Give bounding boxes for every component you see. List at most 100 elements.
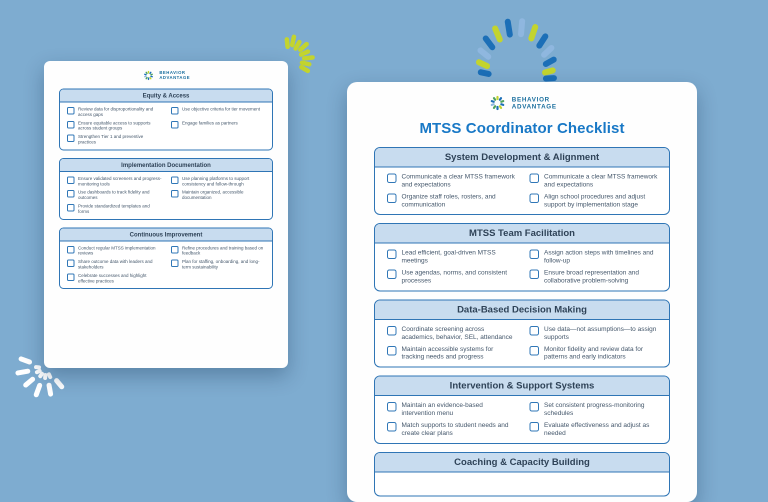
checklist-item-label: Use objective criteria for tier movement	[182, 106, 261, 112]
section-header: Equity & Access	[60, 89, 272, 103]
checklist-item: Use objective criteria for tier movement	[171, 107, 266, 118]
section-body: Coordinate screening across academics, b…	[375, 320, 669, 367]
checklist-item-label: Communicate a clear MTSS framework and e…	[401, 172, 515, 188]
section-body: Ensure validated screeners and progress-…	[60, 172, 272, 219]
checklist-item: Provide standardized templates and forms	[67, 203, 162, 214]
checklist-item: Share outcome data with leaders and stak…	[67, 259, 162, 270]
checkbox[interactable]	[529, 193, 539, 203]
checklist-item: Engage families as partners	[171, 120, 266, 131]
checkbox[interactable]	[529, 269, 539, 280]
checkbox[interactable]	[67, 273, 75, 281]
checklist-item-label: Ensure broad representation and collabor…	[544, 268, 640, 285]
checklist-item-label: Share outcome data with leaders and stak…	[78, 259, 153, 270]
section-header: Implementation Documentation	[60, 158, 272, 172]
checklist-item: Conduct regular MTSS implementation revi…	[67, 245, 162, 256]
checkbox[interactable]	[67, 203, 75, 212]
checklist-item: Organize staff roles, rosters, and commu…	[387, 192, 517, 208]
checkbox[interactable]	[529, 345, 539, 356]
brand-logo-icon	[490, 95, 505, 111]
checklist-item-label: Strengthen Tier 1 and preventive practic…	[78, 134, 144, 145]
brand-name-line1: BEHAVIOR	[159, 70, 186, 76]
checklist-item: Ensure validated screeners and progress-…	[67, 176, 162, 187]
checklist-item: Maintain accessible systems for tracking…	[387, 345, 517, 361]
brand-name: BEHAVIOR ADVANTAGE	[512, 96, 557, 110]
checkbox[interactable]	[171, 245, 179, 254]
checkbox[interactable]	[67, 107, 75, 115]
checkbox[interactable]	[529, 402, 539, 412]
checkbox[interactable]	[529, 422, 539, 432]
checkbox[interactable]	[387, 269, 397, 280]
section-header: System Development & Alignment	[375, 148, 669, 168]
checkbox[interactable]	[171, 259, 179, 268]
checklist-item: Monitor fidelity and review data for pat…	[529, 345, 660, 361]
section-body	[375, 472, 669, 495]
brand-logo: BEHAVIOR ADVANTAGE	[347, 82, 697, 113]
checklist-item-label: Review data for disproportionality and a…	[78, 106, 154, 117]
checklist-item-label: Conduct regular MTSS implementation revi…	[78, 245, 156, 256]
checkbox[interactable]	[171, 190, 179, 198]
checklist-item: Match supports to student needs and crea…	[387, 421, 517, 437]
checkbox[interactable]	[67, 120, 75, 129]
checkbox[interactable]	[529, 325, 539, 336]
section-body: Maintain an evidence-based intervention …	[375, 396, 669, 443]
brand-logo-icon	[143, 70, 153, 81]
checkbox[interactable]	[387, 345, 397, 356]
section-header: Continuous Improvement	[60, 228, 272, 242]
checkbox[interactable]	[67, 134, 75, 143]
checkbox[interactable]	[387, 249, 397, 260]
checklist-item-label: Plan for staffing, onboarding, and long-…	[182, 259, 260, 270]
checklist-item: Align school procedures and adjust suppo…	[529, 192, 660, 208]
checklist-item: Review data for disproportionality and a…	[67, 107, 162, 118]
section-header: MTSS Team Facilitation	[375, 224, 669, 244]
checklist-item-label: Maintain organized, accessible documenta…	[182, 189, 244, 201]
section-header: Coaching & Capacity Building	[375, 452, 669, 473]
checkbox[interactable]	[387, 402, 397, 412]
checklist-item: Use data—not assumptions—to assign suppo…	[529, 324, 660, 341]
checkbox[interactable]	[67, 190, 75, 198]
section-header: Intervention & Support Systems	[375, 376, 669, 397]
checklist-item-label: Maintain accessible systems for tracking…	[401, 344, 494, 361]
checkbox[interactable]	[387, 173, 397, 183]
checkbox[interactable]	[529, 249, 539, 260]
checklist-item-label: Use data—not assumptions—to assign suppo…	[544, 324, 657, 341]
checklist-item: Plan for staffing, onboarding, and long-…	[171, 259, 266, 270]
checklist-item: Communicate a clear MTSS framework and e…	[529, 173, 660, 189]
checkbox[interactable]	[387, 325, 397, 336]
checklist-item: Communicate a clear MTSS framework and e…	[387, 173, 517, 189]
checklist-item-label: Celebrate successes and highlight effect…	[78, 272, 147, 284]
checklist-item-label: Use planning platforms to support consis…	[182, 175, 250, 187]
checkbox[interactable]	[529, 173, 539, 183]
checkbox[interactable]	[67, 245, 75, 254]
checkbox[interactable]	[387, 193, 397, 203]
section-body: Lead efficient, goal-driven MTSS meeting…	[375, 244, 669, 291]
section-header: Data-Based Decision Making	[375, 300, 669, 320]
checkbox[interactable]	[171, 176, 179, 184]
checklist-item-label: Ensure equitable access to supports acro…	[78, 120, 151, 131]
checkbox[interactable]	[67, 259, 75, 268]
checkbox[interactable]	[171, 120, 179, 129]
checklist-item: Ensure broad representation and collabor…	[529, 268, 660, 285]
page-title: MTSS Coordinator Checklist	[419, 120, 625, 137]
brand-name: BEHAVIOR ADVANTAGE	[159, 70, 191, 81]
checkbox[interactable]	[387, 422, 397, 432]
checklist-item-label: Provide standardized templates and forms	[78, 203, 150, 214]
checklist-item: Refine procedures and training based on …	[171, 245, 266, 256]
checklist-item: Use dashboards to track fidelity and out…	[67, 190, 162, 201]
checklist-item: Use agendas, norms, and consistent proce…	[387, 269, 517, 285]
brand-name-line2: ADVANTAGE	[159, 75, 191, 80]
checkbox[interactable]	[67, 176, 75, 184]
checklist-item: Set consistent progress-monitoring sched…	[529, 401, 660, 417]
sunburst-arc-icon	[475, 18, 557, 82]
checklist-item: Use planning platforms to support consis…	[171, 176, 266, 187]
checklist-item: Assign action steps with timelines and f…	[529, 249, 660, 265]
checkbox[interactable]	[171, 107, 179, 115]
brand-name-line1: BEHAVIOR	[511, 95, 550, 103]
section-body: Conduct regular MTSS implementation revi…	[60, 241, 272, 288]
right-checklist-page: BEHAVIOR ADVANTAGE MTSS Coordinator Chec…	[347, 82, 697, 502]
